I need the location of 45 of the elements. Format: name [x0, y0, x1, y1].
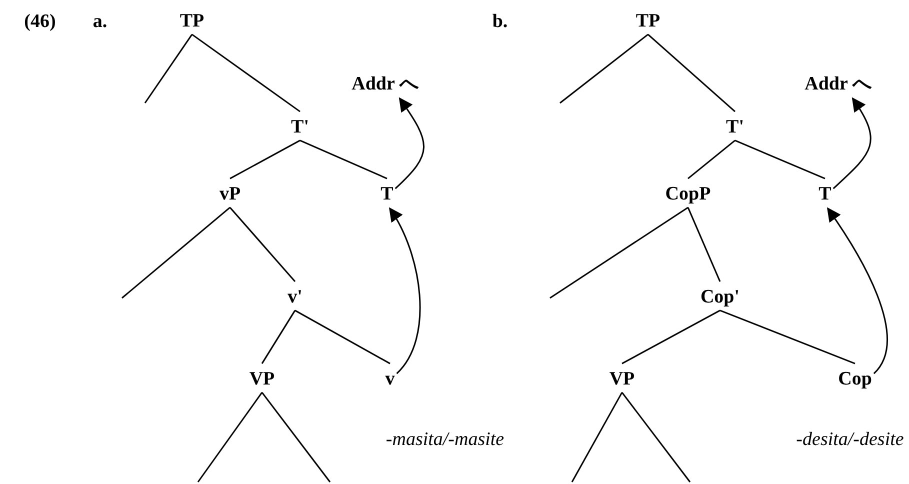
example-label: (46): [24, 11, 56, 33]
branch-line: [294, 310, 390, 364]
category-label: v': [288, 288, 302, 308]
category-label: T: [380, 184, 394, 206]
suffix-label: -desita/-desite: [796, 429, 904, 451]
branch-line: [720, 310, 856, 364]
category-label: Addr へ: [352, 74, 418, 96]
branch-line: [621, 392, 691, 482]
branch-line: [261, 310, 296, 364]
branch-line: [122, 206, 230, 299]
branch-line: [261, 392, 331, 482]
branch-line: [230, 140, 300, 180]
category-label: T: [818, 184, 832, 206]
branch-line: [571, 392, 623, 482]
category-label: VP: [249, 370, 275, 390]
branch-line: [197, 392, 263, 482]
category-label: VP: [609, 370, 635, 390]
branch-line: [648, 34, 736, 112]
branch-line: [229, 206, 296, 282]
category-label: Addr へ: [804, 74, 872, 96]
category-label: Cop: [838, 370, 872, 390]
branch-line: [687, 207, 721, 282]
category-label: CopP: [665, 184, 711, 206]
movement-arrow: [832, 97, 872, 190]
branch-line: [688, 140, 736, 180]
movement-arrow: [827, 207, 888, 374]
branch-line: [300, 140, 388, 180]
branch-line: [734, 140, 826, 180]
branch-line: [192, 34, 300, 112]
branch-line: [560, 34, 648, 104]
category-label: T': [726, 118, 744, 138]
branch-line: [144, 34, 193, 104]
example-label: a.: [92, 11, 108, 33]
suffix-label: -masita/-masite: [386, 429, 504, 451]
category-label: TP: [636, 12, 660, 32]
example-label: b.: [492, 11, 508, 33]
movement-arrow: [389, 207, 421, 374]
category-label: T': [291, 118, 309, 138]
movement-arrow: [394, 97, 424, 190]
category-label: vP: [219, 184, 241, 206]
category-label: v: [385, 370, 395, 390]
branch-line: [550, 206, 688, 299]
category-label: Cop': [700, 288, 740, 308]
branch-line: [622, 310, 720, 364]
category-label: TP: [180, 12, 204, 32]
